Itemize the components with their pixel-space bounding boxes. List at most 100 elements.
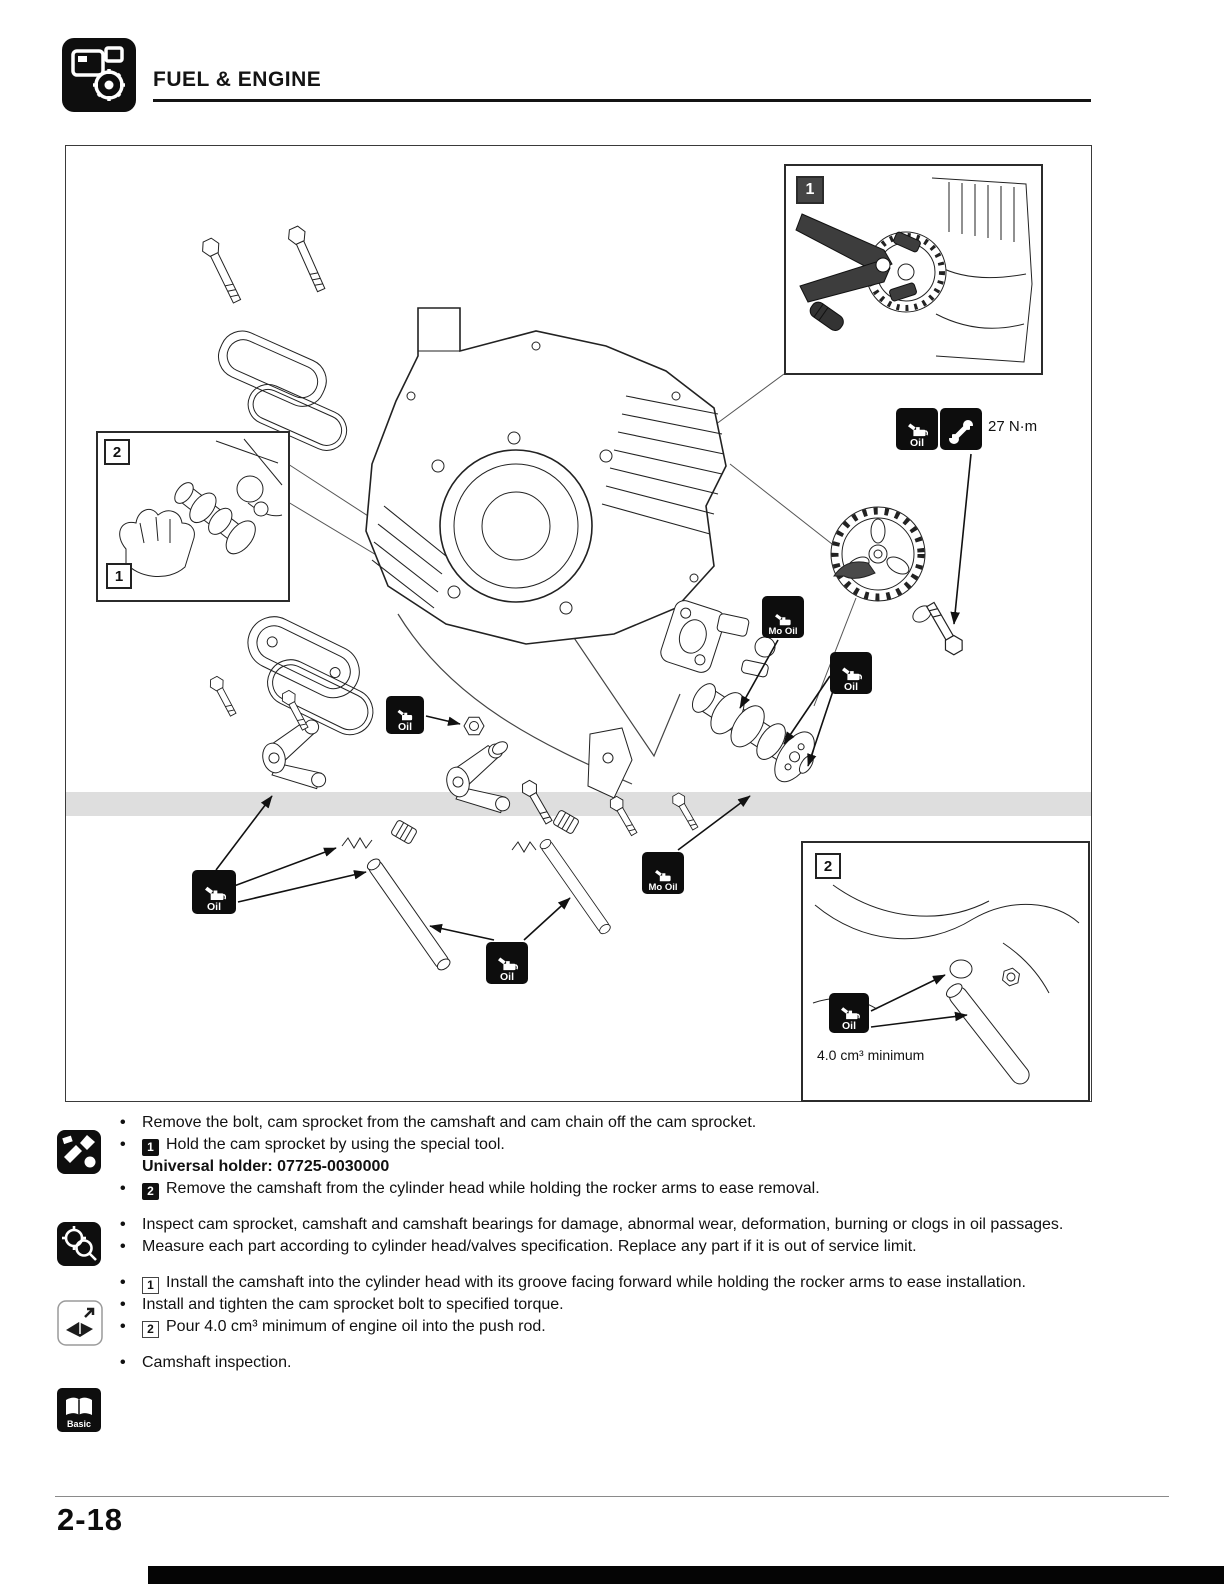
inset-removal-art [119, 438, 283, 578]
camshaft-in-hand [174, 482, 256, 555]
oil-minimum-caption: 4.0 cm³ minimum [817, 1047, 925, 1063]
tappet-bushing-left [389, 819, 419, 845]
oil-can-icon [842, 667, 862, 680]
decompressor-arm [833, 561, 876, 579]
oil-badge: Oil [386, 696, 424, 734]
wrench-icon [948, 420, 974, 444]
mo-oil-badge-label: Mo Oil [768, 625, 798, 637]
side-cover-gasket [267, 659, 374, 736]
inset-tool-art [795, 177, 1033, 363]
valve-spring-left [341, 837, 373, 849]
instruction-text: Remove the bolt, cam sprocket from the c… [142, 1114, 757, 1131]
step-badge-outline-1: 1 [142, 1276, 159, 1294]
fuel-engine-icon [62, 38, 136, 117]
instruction-line: 1 Hold the cam sprocket by using the spec… [120, 1134, 1082, 1156]
instruction-text: Install and tighten the cam sprocket bol… [142, 1296, 564, 1313]
figure-step-2-label: 2 [104, 439, 130, 465]
tappet-cover [218, 330, 348, 451]
page-number: 2-18 [57, 1502, 124, 1537]
oil-badge: Oil [896, 408, 938, 450]
footer-bar [148, 1566, 1224, 1584]
step-badge-filled-1: 1 [142, 1138, 159, 1156]
figure-step-2-assembly-label: 2 [815, 853, 841, 879]
instruction-text: Pour 4.0 cm³ minimum of engine oil into … [166, 1318, 546, 1335]
rocker-arm-left [256, 717, 334, 800]
inset-oilfill-art [812, 884, 1080, 1085]
wrench-badge [940, 408, 982, 450]
assembly-icon [57, 1300, 103, 1351]
step-badge-outline-2: 2 [142, 1320, 159, 1338]
universal-holder-tool [795, 213, 921, 331]
oil-badge-label: Oil [841, 1019, 856, 1032]
torque-value: 27 N·m [988, 418, 1038, 435]
oil-can-icon [775, 613, 791, 625]
instruction-list: Remove the bolt, cam sprocket from the c… [120, 1112, 1082, 1374]
tensioner-bracket [587, 727, 633, 799]
cam-sprocket [830, 506, 926, 602]
oil-badge-label: Oil [206, 900, 221, 913]
oil-badge: Oil [486, 942, 528, 984]
instruction-text: Remove the camshaft from the cylinder he… [166, 1180, 820, 1197]
instruction-line: Inspect cam sprocket, camshaft and camsh… [120, 1214, 1082, 1236]
instruction-line: Install and tighten the cam sprocket bol… [120, 1294, 1082, 1316]
basic-icon: Basic [57, 1388, 101, 1432]
oil-can-icon [498, 957, 518, 970]
tool-spec-line: Universal holder: 07725-0030000 [142, 1158, 390, 1175]
figure-step-1-label: 1 [796, 176, 824, 204]
push-rod-oil [945, 983, 1030, 1085]
oil-badge: Oil [192, 870, 236, 914]
valve-spring-right [511, 841, 537, 853]
camshaft [691, 683, 815, 783]
figure-step-1-assembly-label: 1 [106, 563, 132, 589]
instruction-text: Hold the cam sprocket by using the speci… [166, 1136, 505, 1153]
mo-oil-badge: Mo Oil [642, 852, 684, 894]
instruction-line: Measure each part according to cylinder … [120, 1236, 1082, 1258]
oil-point-arrows [215, 453, 972, 941]
instruction-text: Measure each part according to cylinder … [142, 1238, 917, 1255]
oil-can-icon [204, 886, 226, 900]
instruction-text: Camshaft inspection. [142, 1354, 292, 1371]
oil-can-icon [840, 1006, 860, 1019]
title-rule [153, 99, 1091, 102]
oil-fill-arrows [870, 974, 968, 1028]
oil-can-icon [397, 709, 413, 720]
basic-icon-label: Basic [66, 1419, 92, 1429]
mo-oil-badge: Mo Oil [762, 596, 804, 638]
inset-special-tool: 1 [784, 164, 1043, 375]
inspection-icon [57, 1222, 101, 1271]
side-cover [247, 616, 374, 736]
instruction-line: 2 Remove the camshaft from the cylinder h… [120, 1178, 1082, 1200]
mount-nut [463, 716, 485, 736]
exploded-diagram-art [66, 223, 1091, 973]
mo-oil-badge-label: Mo Oil [648, 881, 678, 893]
instruction-text: Install the camshaft into the cylinder h… [166, 1274, 1026, 1291]
oil-can-icon [655, 869, 671, 881]
exploded-view-figure: Oil 27 N·m Mo Oil Oil Oil Mo Oil Oil Oil [65, 145, 1092, 1102]
oil-badge: Oil [829, 993, 869, 1033]
instruction-line: Camshaft inspection. [120, 1352, 1082, 1374]
oil-badge-label: Oil [499, 970, 514, 983]
tappet-cover-bolts [198, 223, 330, 306]
push-rod-left [364, 856, 453, 973]
oil-badge-label: Oil [397, 720, 412, 733]
instruction-line: 2 Pour 4.0 cm³ minimum of engine oil into… [120, 1316, 1082, 1338]
instruction-line: Remove the bolt, cam sprocket from the c… [120, 1112, 1082, 1134]
exhaust-flange [660, 600, 726, 673]
oil-badge-label: Oil [909, 436, 924, 449]
inset-oil-fill: 2 Oil 4.0 cm³ minimum [801, 841, 1090, 1102]
oil-badge: Oil [830, 652, 872, 694]
oil-can-icon [908, 423, 928, 436]
case-bolt [1002, 967, 1020, 987]
instruction-text: Inspect cam sprocket, camshaft and camsh… [142, 1216, 1064, 1233]
sprocket-bolt [921, 599, 967, 658]
step-badge-filled-2: 2 [142, 1182, 159, 1200]
disassembly-icon [57, 1130, 101, 1179]
mount-washer [492, 741, 508, 755]
footer-rule [55, 1496, 1169, 1497]
inset-camshaft-removal: 2 1 [96, 431, 290, 602]
cylinder-head [365, 307, 727, 645]
page-title: FUEL & ENGINE [153, 68, 322, 91]
instruction-line: 1 Install the camshaft into the cylinder … [120, 1272, 1082, 1294]
push-rod-right [537, 837, 613, 937]
